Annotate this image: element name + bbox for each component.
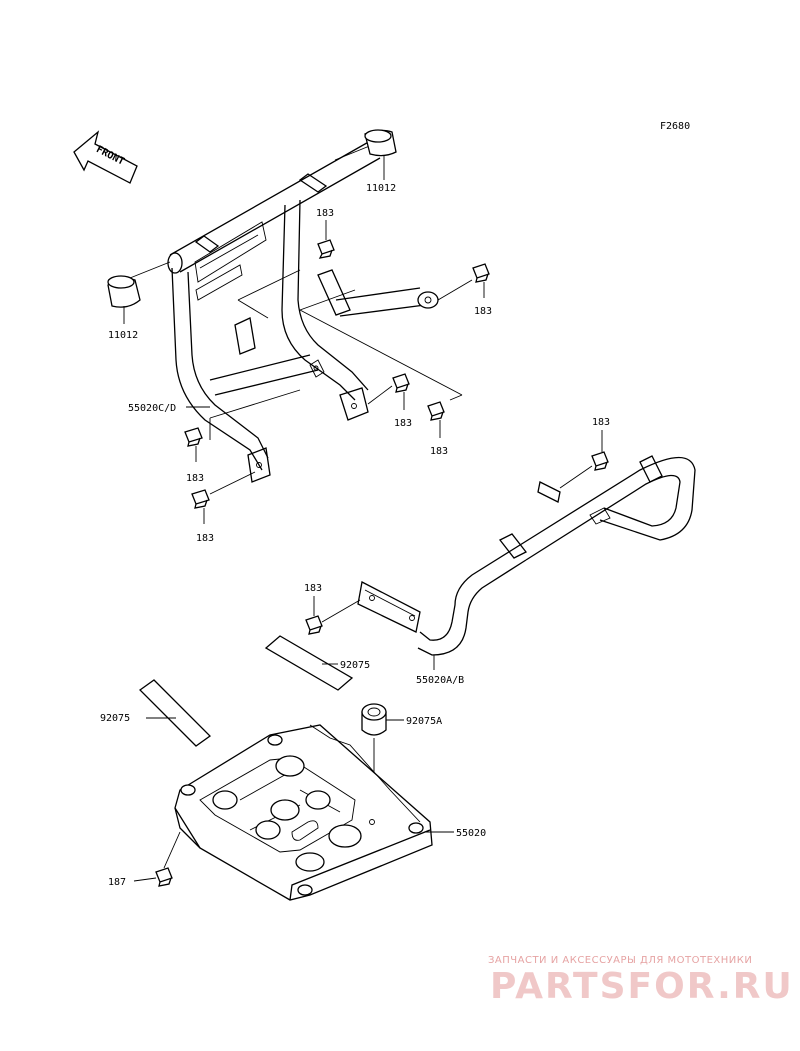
label-bolt-skid: 187 (108, 877, 126, 888)
label-rear-guard: 55020A/B (416, 675, 464, 686)
label-damper: 92075A (406, 716, 442, 727)
label-grip-left: 11012 (108, 330, 138, 341)
pad-lower (138, 679, 212, 747)
label-pad-lower: 92075 (100, 713, 130, 724)
watermark-tagline: ЗАПЧАСТИ И АКСЕССУАРЫ ДЛЯ МОТОТЕХНИКИ (488, 955, 752, 966)
pad-upper (264, 635, 354, 691)
watermark-brand: PARTSFOR.RU (490, 966, 794, 1007)
label-bolt-top-center: 183 (316, 208, 334, 219)
bolt-icon (437, 263, 490, 301)
front-arrow-icon: FRONT (73, 130, 138, 184)
label-grip-right: 11012 (366, 183, 396, 194)
label-bolt-mid-a: 183 (394, 418, 412, 429)
label-bolt-left-lower: 183 (196, 533, 214, 544)
label-skid-plate: 55020 (456, 828, 486, 839)
bolt-icon (133, 831, 181, 887)
label-front-guard: 55020C/D (128, 403, 176, 414)
bolt-icon (184, 427, 203, 462)
grip-left (107, 275, 141, 324)
rear-guard-frame (357, 455, 696, 656)
bolt-icon (427, 401, 445, 438)
label-pad-upper: 92075 (340, 660, 370, 671)
label-bolt-left-upper: 183 (186, 473, 204, 484)
bolt-icon (317, 220, 335, 259)
bolt-icon (191, 471, 256, 524)
bolt-icon (367, 373, 410, 410)
skid-plate (174, 724, 454, 901)
grip-right (364, 129, 397, 180)
label-bolt-rear-right: 183 (592, 417, 610, 428)
label-bolt-mid-b: 183 (430, 446, 448, 457)
damper (361, 703, 404, 818)
reference-lines (129, 144, 463, 440)
figure-code: F2680 (660, 121, 690, 132)
label-bolt-top-right: 183 (474, 306, 492, 317)
bolt-icon (305, 596, 361, 635)
bolt-icon (559, 430, 609, 489)
label-bolt-rear-mid: 183 (304, 583, 322, 594)
front-guard-frame (167, 139, 439, 483)
